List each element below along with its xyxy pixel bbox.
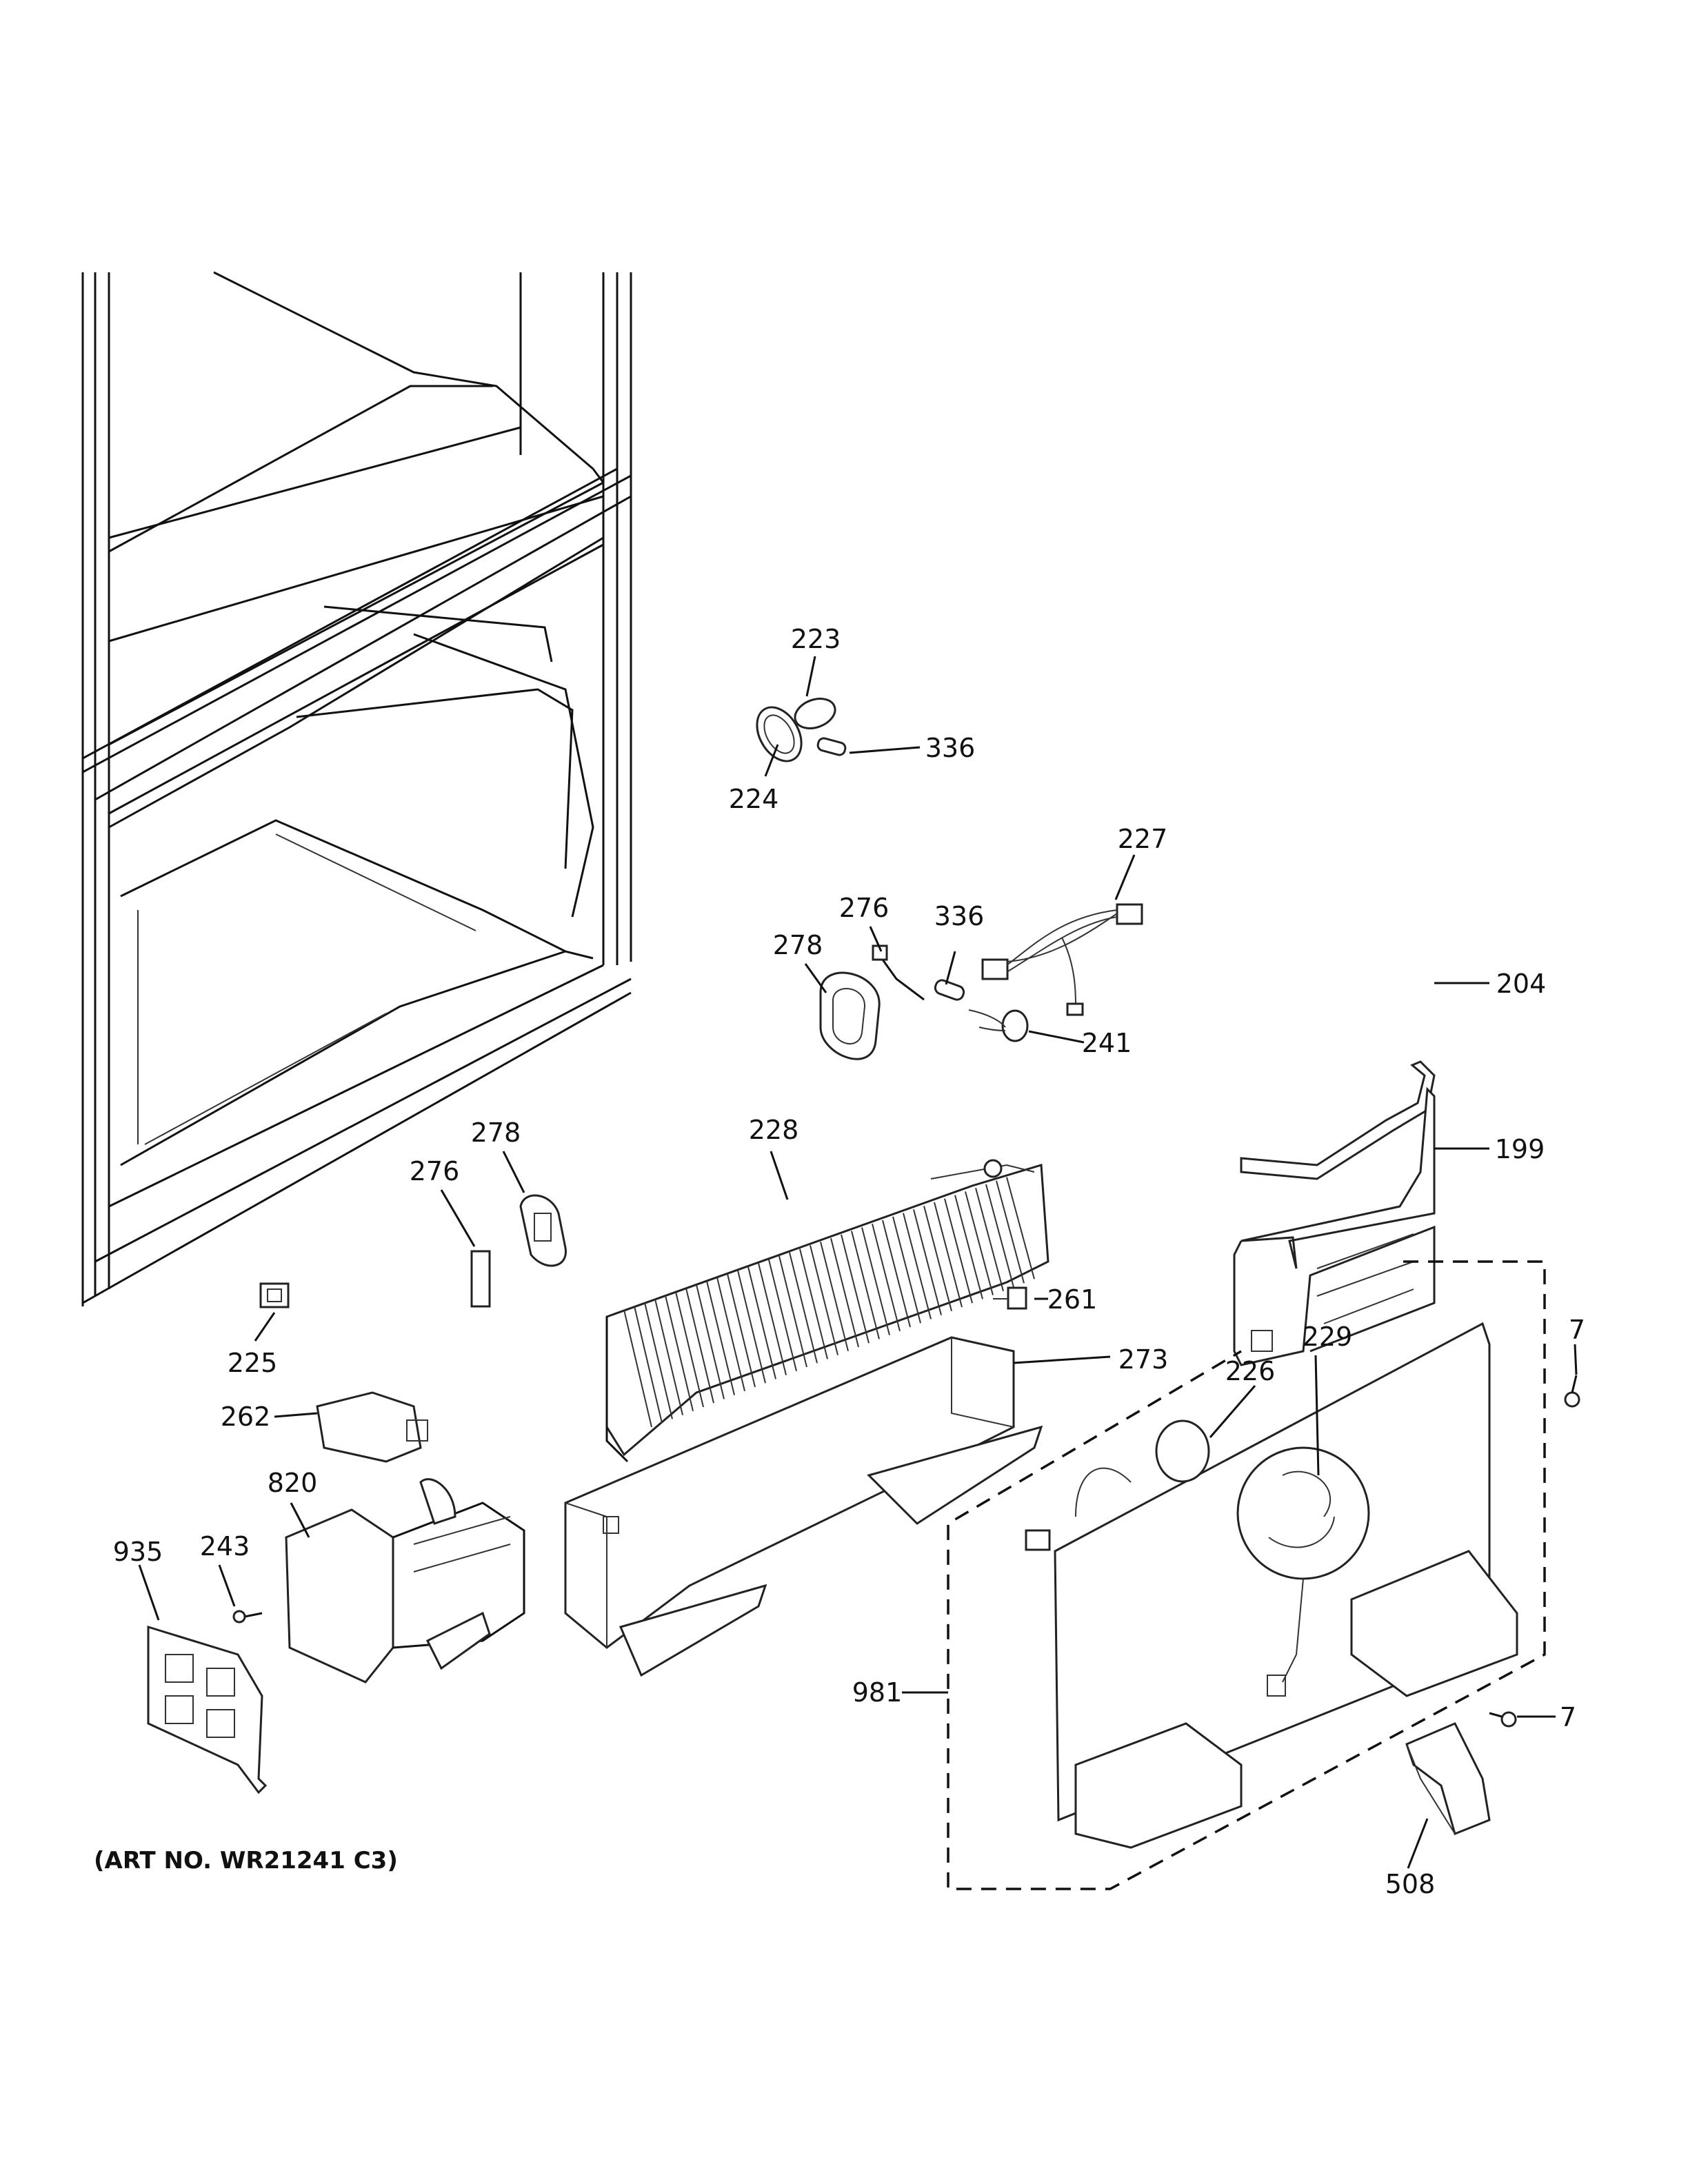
part-7-screw-b [1489, 1711, 1517, 1728]
evaporator-fin [851, 1231, 880, 1339]
callout-241: 241 [1082, 1028, 1132, 1058]
evaporator-fin [985, 1184, 1014, 1288]
part-228-evaporator [605, 1159, 1049, 1463]
evaporator-fin [623, 1309, 652, 1428]
evaporator-fin [872, 1223, 901, 1332]
art-number: (ART NO. WR21241 C3) [94, 1847, 398, 1874]
callout-935: 935 [113, 1537, 163, 1567]
callout-7-b: 7 [1560, 1702, 1576, 1732]
evaporator-fin [975, 1187, 1004, 1292]
fridge-cabinet [81, 271, 632, 1306]
part-227-wire-harness [981, 903, 1143, 1016]
evaporator-fin [716, 1277, 745, 1392]
evaporator-fin [841, 1234, 870, 1344]
callout-229: 229 [1303, 1322, 1353, 1352]
evaporator-fin [830, 1237, 859, 1348]
part-224-grille [756, 706, 803, 762]
part-276-thermistor-b [470, 1250, 491, 1308]
callout-labels: 223 224 336 227 276 336 278 204 241 199 … [113, 624, 1585, 1899]
callout-276: 276 [839, 893, 890, 923]
evaporator-fin [903, 1213, 932, 1320]
part-7-screw-a [1564, 1375, 1580, 1408]
evaporator-fin [1006, 1177, 1035, 1280]
callout-278-b: 278 [471, 1118, 521, 1148]
evaporator-fin [944, 1198, 973, 1304]
evaporator-fin [861, 1227, 890, 1335]
callout-262: 262 [221, 1402, 271, 1432]
evaporator-fin [820, 1241, 849, 1352]
part-276-thermistor [872, 944, 925, 1001]
callout-228: 228 [749, 1115, 799, 1145]
part-262-bracket [316, 1391, 428, 1463]
callout-7: 7 [1569, 1315, 1585, 1345]
callout-278: 278 [773, 930, 823, 960]
part-336-tube-b [934, 979, 965, 1001]
callout-226: 226 [1225, 1356, 1276, 1386]
part-981-fan-assembly [947, 1260, 1546, 1890]
leader-lines [138, 656, 1578, 1869]
part-241-fuse [968, 1009, 1029, 1042]
part-261-connector [993, 1286, 1027, 1310]
evaporator-fin [923, 1205, 952, 1312]
evaporator-fin [965, 1191, 994, 1295]
callout-336-b: 336 [934, 901, 985, 931]
evaporator-fin [810, 1245, 838, 1355]
evaporator-fin [996, 1180, 1025, 1284]
part-336-tube [816, 737, 847, 756]
callout-508: 508 [1385, 1869, 1436, 1899]
callout-276-b: 276 [410, 1156, 460, 1186]
evaporator-fin [685, 1288, 714, 1404]
part-204-gasket-strip [1240, 1060, 1436, 1180]
evaporator-fin [737, 1270, 766, 1384]
callout-243: 243 [200, 1531, 250, 1561]
part-278-grommet-b [519, 1194, 567, 1267]
callout-199: 199 [1495, 1134, 1545, 1164]
callout-223: 223 [791, 624, 841, 654]
evaporator-fin [768, 1259, 797, 1372]
evaporator-fin [934, 1202, 963, 1308]
callout-981: 981 [852, 1677, 903, 1708]
part-820-ice-maker [285, 1478, 525, 1684]
evaporator-fin [675, 1291, 704, 1408]
evaporator-fin [747, 1266, 776, 1379]
evaporator-fin [892, 1216, 921, 1324]
evaporator-fin [913, 1209, 942, 1315]
part-278-grommet [819, 971, 881, 1060]
evaporator-fin [799, 1248, 828, 1359]
evaporator-fin [954, 1195, 983, 1300]
evaporator-fin [789, 1252, 818, 1364]
callout-224: 224 [729, 784, 779, 814]
callout-261: 261 [1047, 1284, 1098, 1315]
part-225-switch [259, 1282, 290, 1308]
callout-820: 820 [268, 1468, 318, 1498]
callout-204: 204 [1496, 969, 1547, 999]
part-199-duct-cover [1233, 1086, 1436, 1366]
evaporator-fin [882, 1220, 911, 1328]
evaporator-fin [727, 1273, 756, 1388]
part-935-mount-plate [147, 1625, 268, 1794]
evaporator-fin [706, 1281, 735, 1395]
evaporator-fin [634, 1306, 663, 1424]
evaporator-fin [665, 1295, 694, 1412]
callout-336: 336 [925, 733, 976, 763]
part-223-gasket [794, 698, 836, 729]
callout-273: 273 [1118, 1344, 1169, 1375]
part-243-screw [232, 1610, 263, 1624]
callout-227: 227 [1118, 824, 1168, 854]
evaporator-fin [778, 1255, 807, 1368]
part-273-drain-tray [564, 1336, 1043, 1677]
evaporator-fin [758, 1263, 787, 1375]
evaporator-fin [696, 1284, 725, 1399]
evaporator-fin [644, 1302, 673, 1419]
callout-225: 225 [228, 1348, 278, 1378]
evaporator-fin [654, 1299, 683, 1415]
part-508-cover [1405, 1722, 1491, 1836]
